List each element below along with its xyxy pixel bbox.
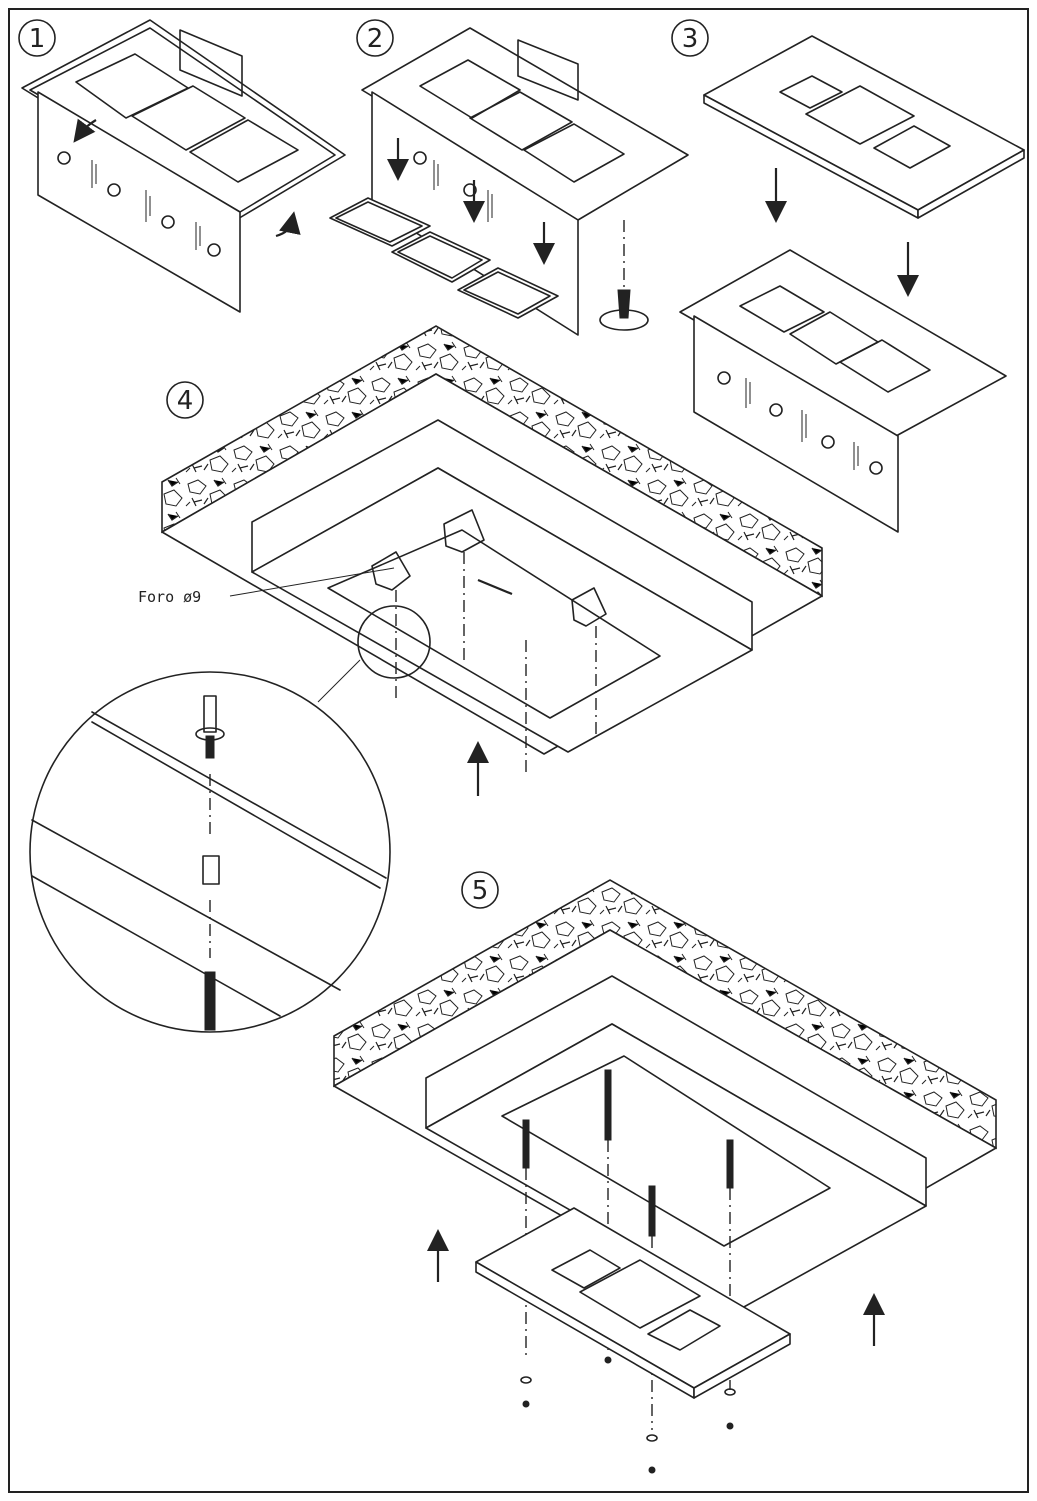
step-5-badge [461, 871, 499, 909]
screwdriver-icon [617, 289, 631, 319]
step-4-badge [166, 381, 204, 419]
step-2-badge [356, 19, 394, 57]
step-3-figure: 3 [671, 19, 1025, 533]
drawing-frame [8, 8, 1029, 1493]
leader-line [229, 567, 395, 597]
threaded-rod-icon [204, 971, 216, 1031]
step-1-badge [18, 19, 56, 57]
anchor-bolt-icon [203, 695, 217, 733]
detail-callout-circle [357, 605, 431, 679]
step-4-figure: 4 Foro ø9 [138, 325, 823, 796]
step-2-figure: 2 [329, 19, 689, 336]
rotate-arrow-icon [275, 211, 301, 238]
rotate-arrow-icon [73, 118, 97, 143]
rotate-arrow-icon [599, 309, 649, 331]
step-1-number: 1 [29, 24, 46, 54]
step-1-figure: 1 [18, 19, 346, 313]
detail-view [29, 671, 391, 1033]
step-2-number: 2 [367, 24, 384, 54]
step-5-number: 5 [472, 876, 489, 906]
step-5-figure: 5 [333, 871, 997, 1474]
hole-diameter-label: Foro ø9 [138, 588, 201, 606]
step-3-badge [671, 19, 709, 57]
step-3-number: 3 [682, 24, 699, 54]
step-4-number: 4 [177, 386, 194, 416]
coupling-nut-icon [202, 855, 220, 885]
